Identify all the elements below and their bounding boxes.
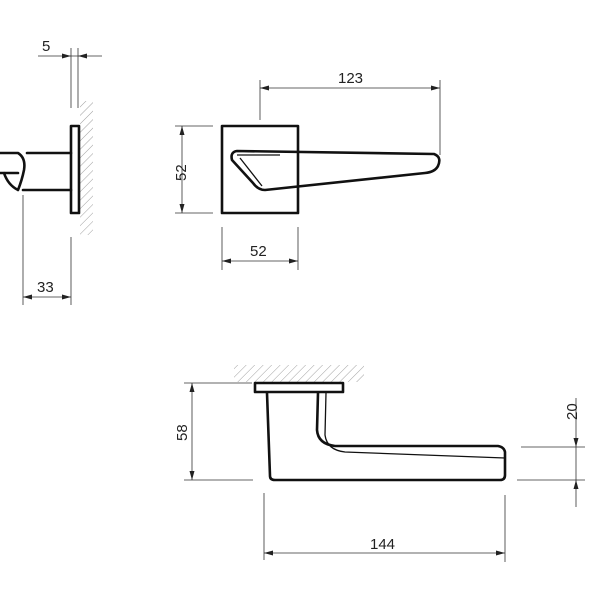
dimension-total-length: 144 bbox=[370, 536, 395, 553]
rose-plate-top bbox=[253, 381, 345, 394]
dimension-lever-height: 20 bbox=[564, 403, 581, 420]
wall-hatch bbox=[80, 101, 93, 235]
lever bbox=[230, 149, 441, 192]
top-view: 58 20 144 bbox=[174, 365, 585, 562]
lever-top bbox=[265, 391, 507, 482]
dimension-rose-thickness: 5 bbox=[42, 38, 50, 55]
handle-end bbox=[0, 151, 26, 192]
dimension-rose-height: 52 bbox=[173, 164, 190, 181]
dimension-projection: 33 bbox=[37, 279, 54, 296]
dimension-lever-length: 123 bbox=[338, 70, 363, 87]
dimension-height: 58 bbox=[174, 424, 191, 441]
lever-inner-edge-top bbox=[324, 392, 506, 459]
handle-neck bbox=[21, 151, 73, 192]
dimension-rose-width: 52 bbox=[250, 243, 267, 260]
side-view: 5 33 bbox=[0, 38, 102, 305]
square-rose bbox=[220, 124, 300, 215]
door-hatch bbox=[234, 365, 364, 382]
front-view: 52 52 123 bbox=[173, 70, 441, 270]
rose-plate bbox=[69, 124, 81, 215]
lever-inner-edge bbox=[237, 154, 280, 187]
